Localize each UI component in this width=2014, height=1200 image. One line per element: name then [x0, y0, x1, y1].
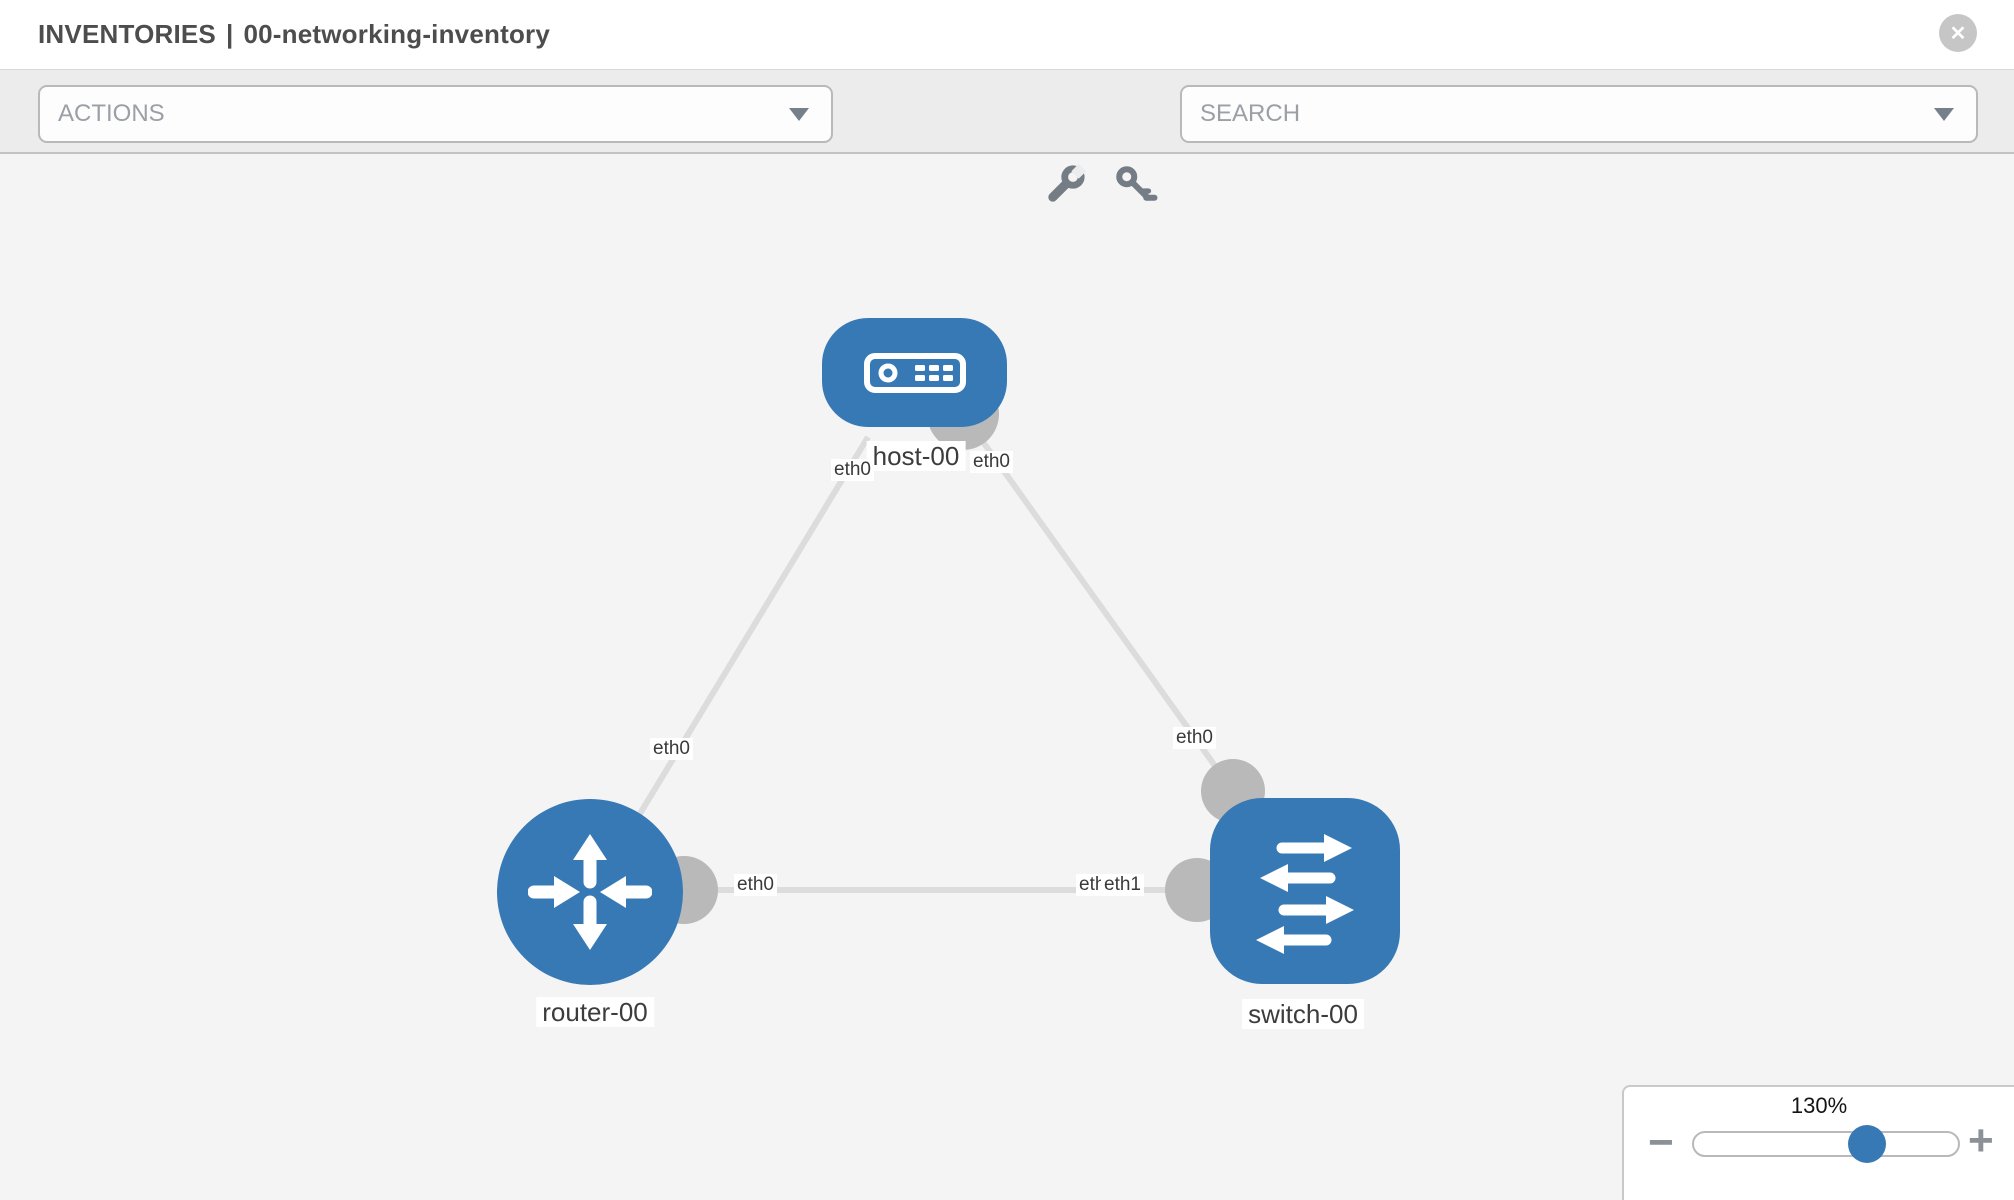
zoom-panel: 130% − + — [1622, 1085, 2014, 1200]
chevron-down-icon — [1934, 108, 1954, 121]
page-title: INVENTORIES | 00-networking-inventory — [38, 0, 550, 69]
node-label-host: host-00 — [866, 441, 966, 471]
zoom-in-button[interactable]: + — [1968, 1116, 1994, 1165]
link-host-router[interactable] — [615, 435, 871, 852]
host-icon — [863, 352, 966, 393]
actions-dropdown[interactable]: ACTIONS — [38, 85, 833, 143]
switch-icon — [1256, 834, 1354, 954]
interface-label: eth0 — [734, 874, 777, 896]
zoom-slider[interactable] — [1692, 1125, 1960, 1163]
credentials-button[interactable] — [1111, 161, 1159, 209]
search-dropdown[interactable] — [1180, 85, 1978, 143]
zoom-slider-thumb[interactable] — [1848, 1125, 1886, 1163]
configure-tools-button[interactable] — [1041, 161, 1089, 209]
zoom-out-button[interactable]: − — [1648, 1118, 1674, 1167]
page-title-separator: | — [225, 19, 234, 49]
node-label-switch: switch-00 — [1242, 999, 1364, 1029]
actions-dropdown-label: ACTIONS — [58, 100, 165, 127]
router-icon — [528, 834, 652, 950]
node-host-00[interactable] — [822, 318, 1007, 427]
topology-canvas[interactable] — [0, 154, 2014, 1200]
inventory-name: 00-networking-inventory — [243, 19, 551, 49]
interface-label: eth1 — [1101, 874, 1144, 896]
interface-label: eth0 — [1173, 727, 1216, 749]
node-router-00[interactable] — [497, 799, 683, 985]
wrench-icon — [1048, 163, 1087, 202]
page-title-section: INVENTORIES — [38, 19, 216, 49]
node-switch-00[interactable] — [1210, 798, 1400, 984]
close-icon: ✕ — [1949, 22, 1967, 45]
toolbar: ACTIONS — [0, 69, 2014, 202]
interface-label: eth0 — [831, 459, 874, 481]
close-button[interactable]: ✕ — [1939, 14, 1977, 52]
interface-label: eth0 — [970, 451, 1013, 473]
chevron-down-icon — [789, 108, 809, 121]
key-icon — [1116, 166, 1158, 201]
zoom-level-label: 130% — [1790, 1093, 1848, 1118]
interface-label: eth0 — [650, 738, 693, 760]
header: INVENTORIES | 00-networking-inventory ✕ — [0, 0, 2014, 69]
search-input[interactable] — [1182, 99, 1976, 129]
node-label-router: router-00 — [536, 997, 654, 1027]
